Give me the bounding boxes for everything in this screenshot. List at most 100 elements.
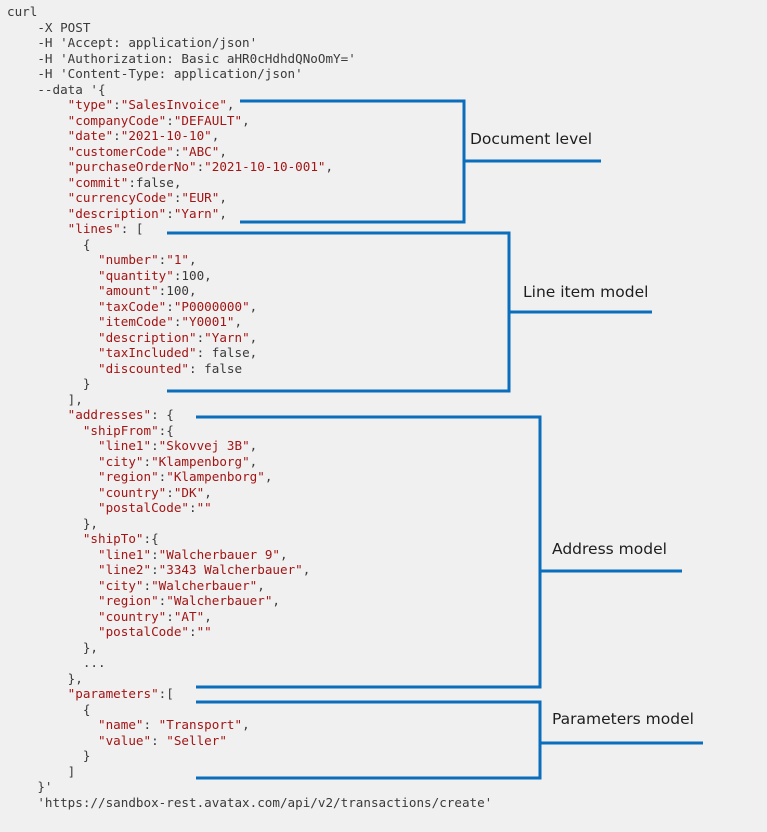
code-line: -H 'Accept: application/json' [7, 35, 492, 51]
code-line: "region":"Klampenborg", [7, 469, 492, 485]
code-text: curl [7, 4, 38, 19]
json-key: "postalCode" [98, 624, 189, 639]
json-key: "line1" [98, 438, 152, 453]
code-line: --data '{ [7, 82, 492, 98]
code-text: { [82, 236, 91, 252]
code-line: 'https://sandbox-rest.avatax.com/api/v2/… [7, 795, 492, 811]
code-text: 'https://sandbox-rest.avatax.com/api/v2/… [37, 794, 493, 810]
json-key: "taxIncluded" [98, 345, 197, 360]
json-key: "type" [67, 97, 114, 112]
json-key: "region" [98, 593, 159, 608]
json-key: "addresses" [67, 407, 152, 422]
code-line: }, [7, 671, 492, 687]
json-string-value: "" [196, 500, 212, 515]
code-text: : [151, 438, 159, 453]
code-line: "country":"AT", [7, 609, 492, 625]
json-key: "number" [98, 252, 159, 267]
code-line: "region":"Walcherbauer", [7, 593, 492, 609]
code-line: "line1":"Walcherbauer 9", [7, 547, 492, 563]
code-text: , [211, 128, 220, 143]
code-line: "parameters":[ [7, 686, 492, 702]
json-string-value: "P0000000" [173, 298, 250, 314]
json-key: "date" [67, 128, 114, 143]
json-key: "shipFrom" [82, 422, 159, 438]
json-string-value: "Klampenborg" [166, 469, 265, 484]
code-text: } [82, 376, 91, 391]
code-text: , [280, 546, 288, 562]
code-text: , [249, 453, 258, 469]
code-text: , [249, 438, 258, 453]
json-string-value: "Yarn" [204, 329, 250, 345]
code-line: "city":"Walcherbauer", [7, 578, 492, 594]
code-line: "shipFrom":{ [7, 423, 492, 439]
code-line: "shipTo":{ [7, 531, 492, 547]
json-string-value: "" [196, 624, 212, 639]
code-line: "type":"SalesInvoice", [7, 97, 492, 113]
code-line: "itemCode":"Y0001", [7, 314, 492, 330]
bracket-parameters-model [196, 700, 542, 780]
code-line: "customerCode":"ABC", [7, 144, 492, 160]
code-text: }, [82, 515, 98, 531]
code-line: "commit":false, [7, 175, 492, 191]
code-line: "taxIncluded": false, [7, 345, 492, 361]
json-key: "city" [98, 577, 144, 593]
code-line: "lines": [ [7, 221, 492, 237]
json-string-value: "Walcherbauer" [166, 593, 273, 608]
json-key: "postalCode" [98, 500, 189, 515]
json-key: "description" [98, 329, 197, 345]
json-key: "purchaseOrderNo" [67, 159, 197, 174]
json-key: "name" [98, 717, 144, 732]
code-text: : false [189, 360, 243, 376]
json-string-value: "Walcherbauer 9" [158, 546, 280, 562]
label-address-model: Address model [552, 540, 667, 558]
code-text: :[ [158, 686, 174, 701]
code-text: , [242, 112, 250, 128]
code-text: -H 'Authorization: Basic aHR0cHdhdQNoOmY… [37, 50, 356, 66]
json-string-value: "EUR" [181, 190, 220, 205]
json-string-value: "Walcherbauer" [151, 577, 258, 593]
code-line: ], [7, 392, 492, 408]
code-text: : [196, 329, 205, 345]
code-line: "quantity":100, [7, 268, 492, 284]
code-line: "line1":"Skovvej 3B", [7, 438, 492, 454]
code-line: "companyCode":"DEFAULT", [7, 113, 492, 129]
code-line: "description":"Yarn", [7, 206, 492, 222]
curl-code-block: curl -X POST -H 'Accept: application/jso… [7, 4, 492, 810]
code-text: , [257, 577, 265, 593]
code-text: :100, [158, 283, 197, 298]
code-line: "postalCode":"" [7, 624, 492, 640]
code-text: , [264, 469, 273, 484]
code-text: : [189, 500, 197, 515]
code-text: : [158, 252, 167, 267]
code-text: , [219, 143, 227, 159]
code-text: : [ [120, 221, 144, 236]
json-key: "city" [98, 453, 144, 469]
code-text: , [204, 608, 212, 624]
code-text: , [219, 205, 227, 221]
json-key: "quantity" [98, 267, 174, 283]
json-key: "amount" [98, 283, 159, 298]
label-parameters-model: Parameters model [552, 710, 694, 728]
code-line: "taxCode":"P0000000", [7, 299, 492, 315]
code-line: "addresses": { [7, 407, 492, 423]
json-key: "discounted" [98, 360, 189, 376]
code-line: "description":"Yarn", [7, 330, 492, 346]
json-key: "companyCode" [67, 112, 167, 128]
code-line: ... [7, 655, 492, 671]
label-document-level: Document level [470, 130, 593, 148]
json-key: "currencyCode" [67, 190, 174, 205]
code-text: , [325, 159, 334, 174]
code-text: : [173, 314, 182, 329]
code-text: -X POST [37, 19, 91, 35]
code-line: { [7, 237, 492, 253]
json-key: "lines" [67, 221, 121, 236]
json-string-value: "SalesInvoice" [120, 97, 227, 112]
json-key: "region" [98, 469, 159, 484]
code-text: :100, [173, 267, 212, 283]
code-line: "country":"DK", [7, 485, 492, 501]
code-text: , [242, 717, 250, 732]
code-text: , [226, 97, 235, 112]
code-line: "value": "Seller" [7, 733, 492, 749]
code-text: , [204, 484, 212, 500]
json-string-value: "2021-10-10" [120, 128, 212, 143]
